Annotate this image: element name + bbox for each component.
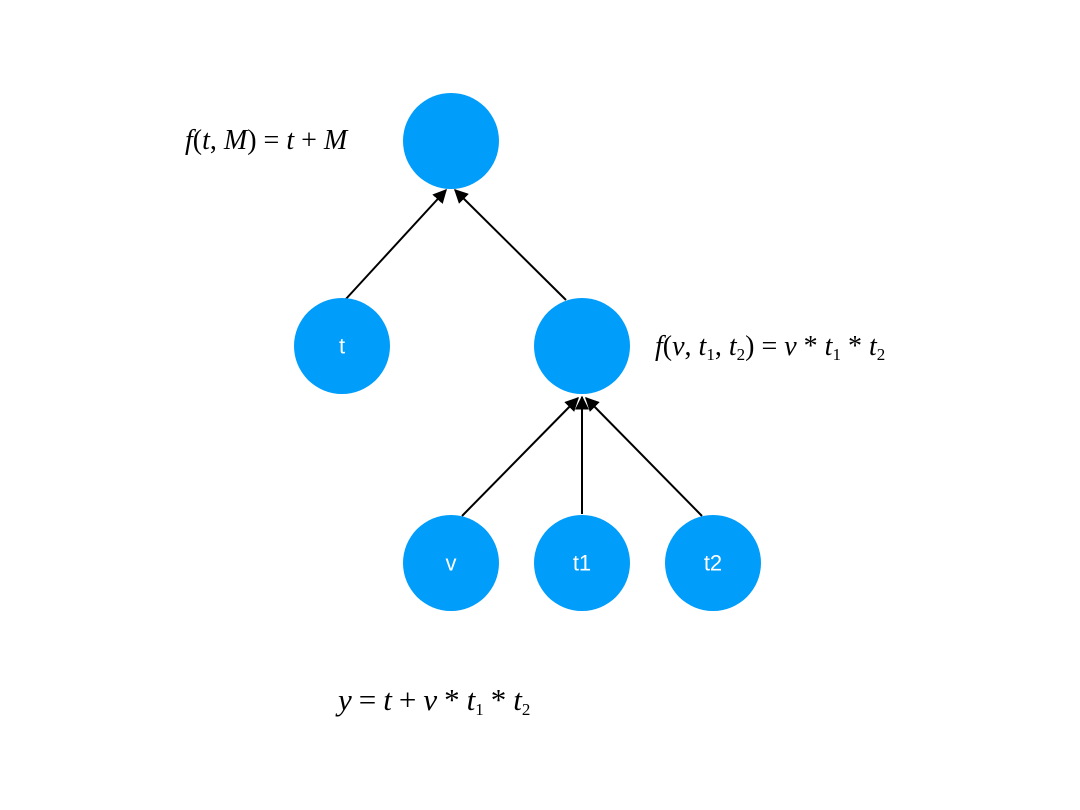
edge-v-to-mult	[461, 397, 579, 517]
output-formula: y=t+v*t1*t2	[338, 682, 531, 719]
edge-t-to-root	[344, 188, 447, 301]
node-root	[403, 93, 499, 189]
node-t1: t1	[534, 515, 630, 611]
mult-formula: f(v, t1, t2)=v*t1*t2	[655, 331, 886, 364]
edge-t2-to-mult	[585, 397, 703, 517]
node-v-label: v	[446, 551, 457, 576]
node-t: t	[294, 298, 390, 394]
node-t2: t2	[665, 515, 761, 611]
node-v: v	[403, 515, 499, 611]
node-t2-label: t2	[704, 551, 722, 576]
node-mult	[534, 298, 630, 394]
node-t-label: t	[339, 334, 345, 359]
node-t1-label: t1	[573, 551, 591, 576]
root-formula: f(t, M)=t+M	[185, 125, 348, 156]
edge-mult-to-root	[454, 189, 567, 301]
